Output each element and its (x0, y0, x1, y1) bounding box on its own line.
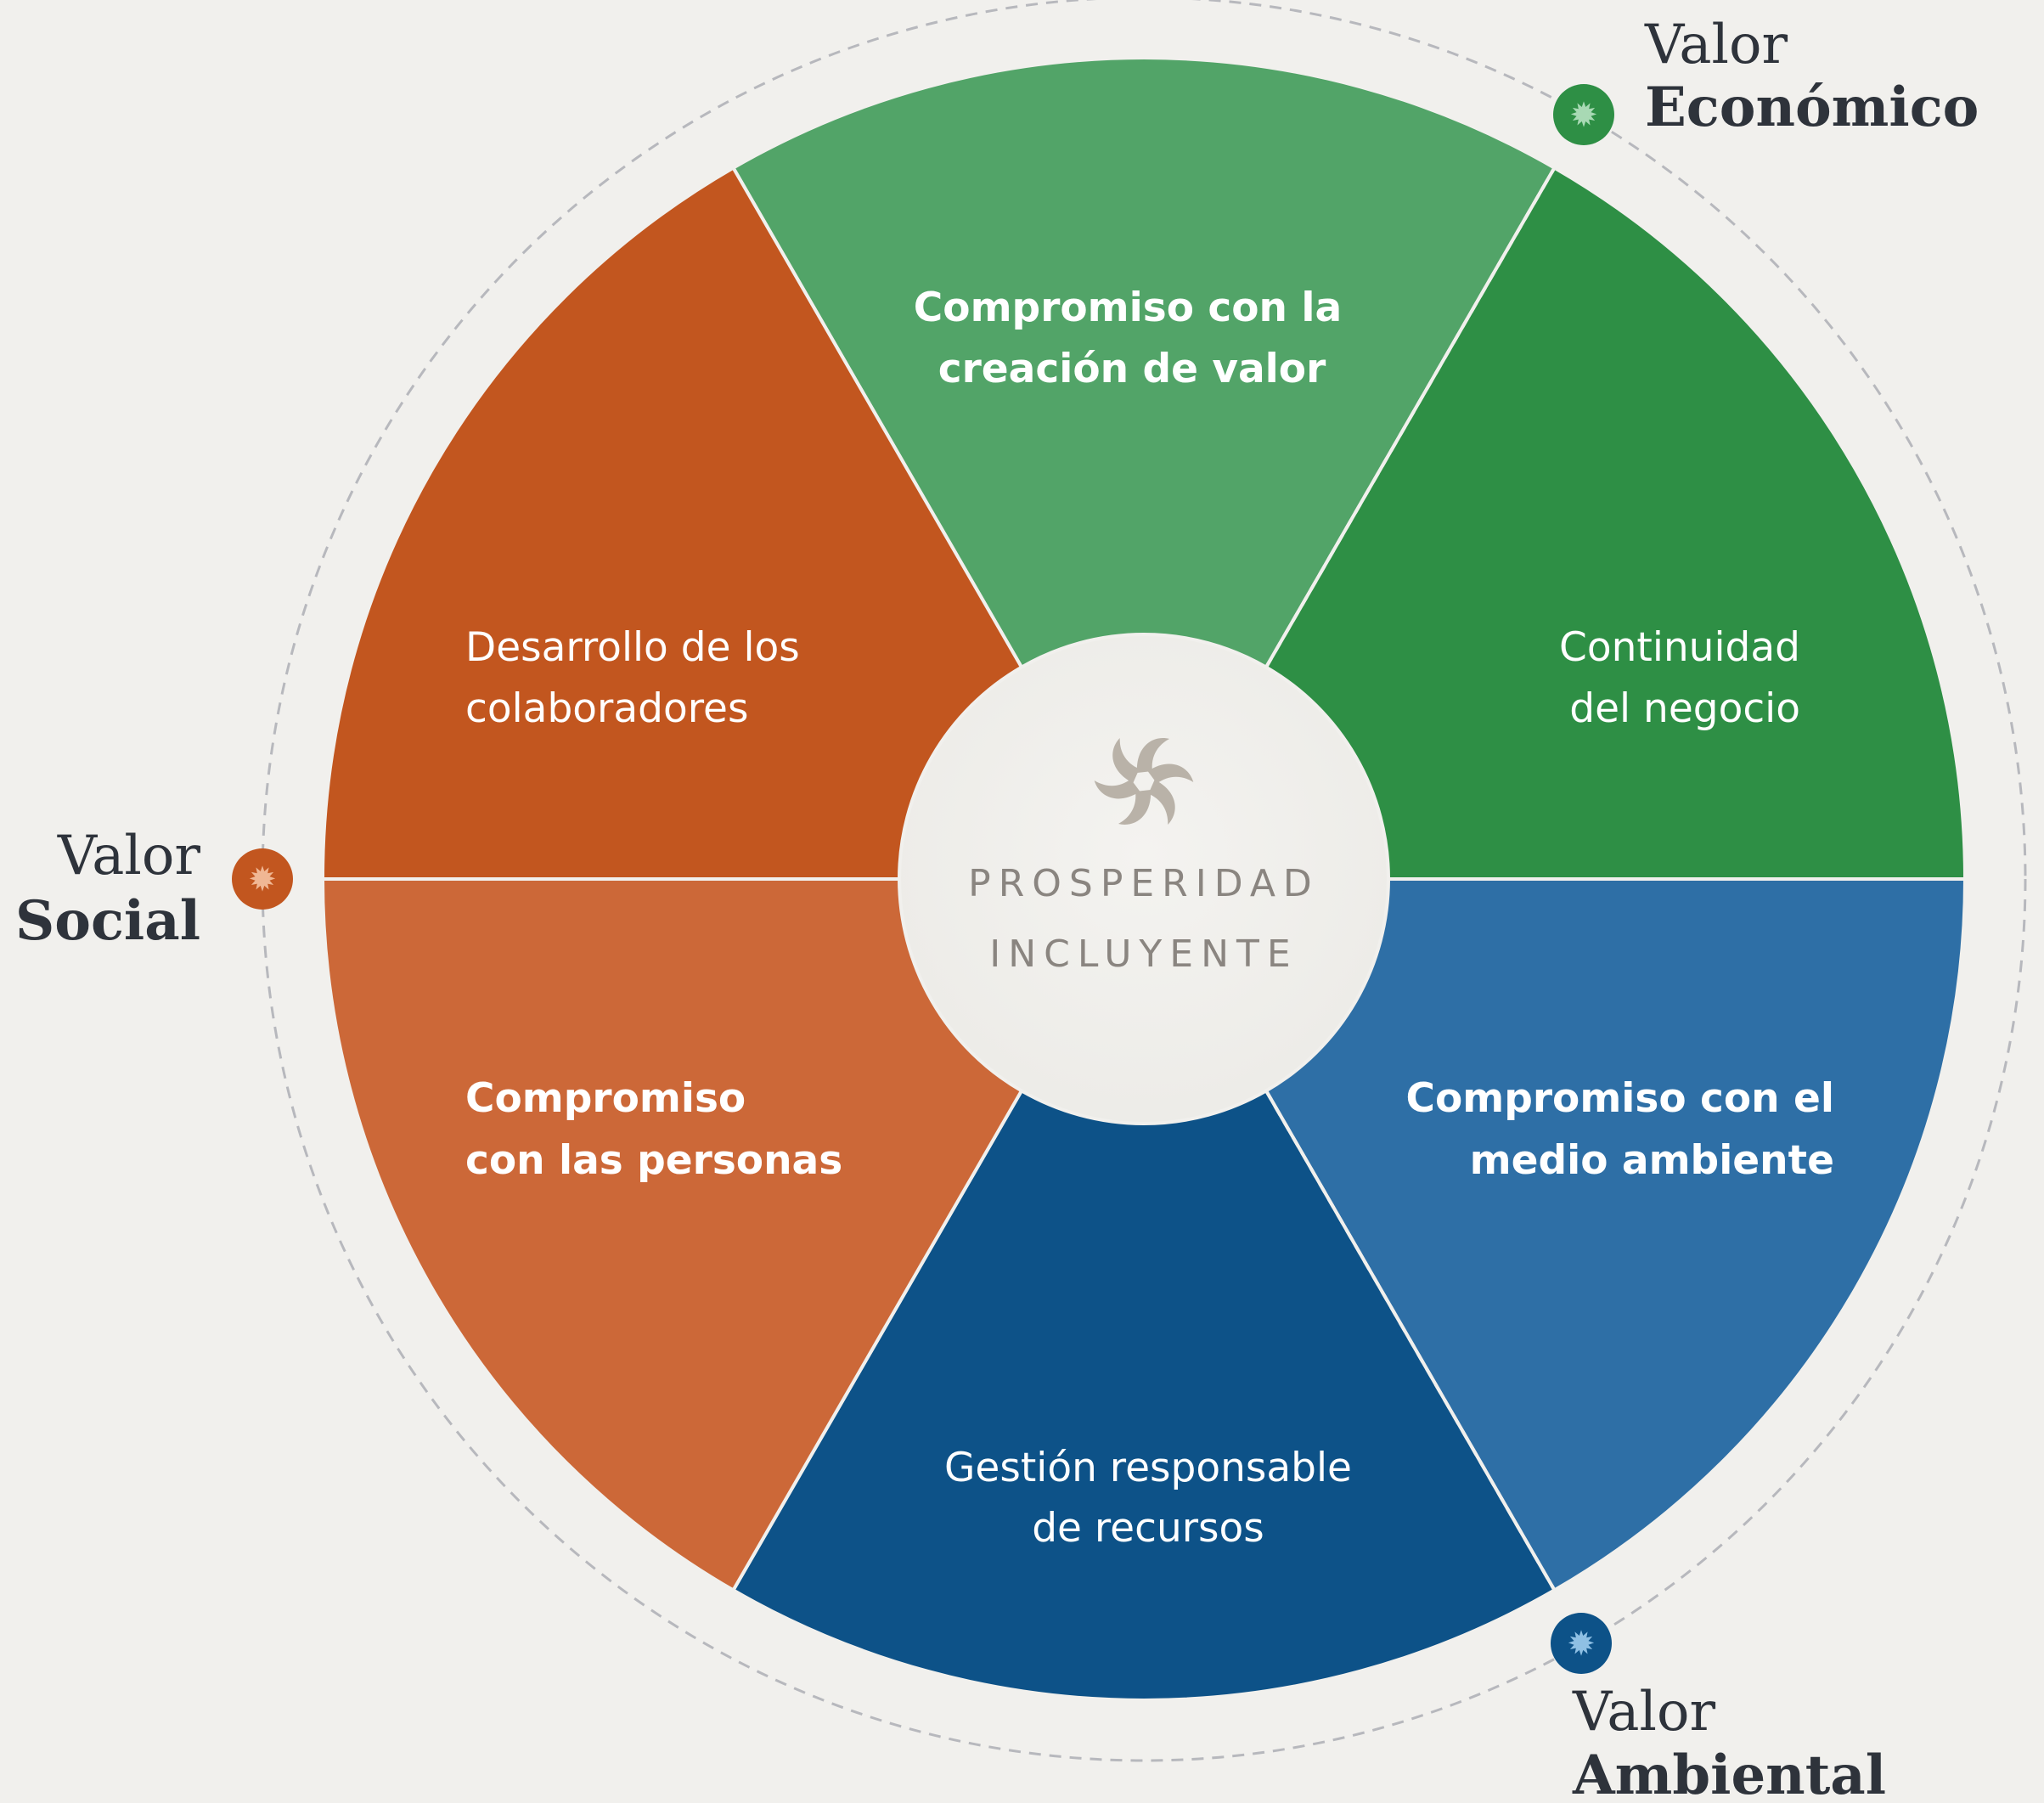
star-icon: ✹ (248, 860, 277, 899)
label-gestion-recursos-1: Gestión responsable (944, 1445, 1352, 1491)
star-icon: ✹ (1569, 96, 1598, 135)
center-title-line2: INCLUYENTE (989, 932, 1298, 976)
label-creacion-valor-2: creación de valor (938, 346, 1326, 392)
label-colaboradores-1: Desarrollo de los (465, 624, 800, 671)
label-gestion-recursos-2: de recursos (1032, 1505, 1264, 1552)
marker-economico: ✹ (1553, 84, 1614, 145)
label-personas-2: con las personas (465, 1137, 842, 1184)
label-continuidad-2: del negocio (1569, 685, 1800, 732)
segment-gestion-recursos[interactable] (730, 1088, 1557, 1702)
pillar-social-bold: Social (15, 889, 200, 953)
segment-continuidad[interactable] (1264, 165, 1968, 881)
outer-dashed-ring (261, 0, 2027, 1762)
segment-personas[interactable] (320, 877, 1024, 1593)
pillar-ambiental-light: Valor (1572, 1681, 1716, 1744)
label-personas-1: Compromiso (465, 1075, 746, 1122)
pillar-economico-light: Valor (1644, 14, 1788, 76)
divider-ambiental (1264, 1090, 1557, 1592)
label-creacion-valor-1: Compromiso con la (914, 285, 1342, 331)
label-continuidad-1: Continuidad (1559, 624, 1800, 671)
marker-social: ✹ (232, 848, 293, 910)
label-medio-ambiente-2: medio ambiente (1470, 1137, 1834, 1184)
label-colaboradores-2: colaboradores (465, 685, 748, 732)
label-medio-ambiente-1: Compromiso con el (1405, 1075, 1834, 1122)
segment-medio-ambiente[interactable] (1264, 877, 1968, 1593)
segment-creacion-valor[interactable] (730, 56, 1557, 670)
star-icon: ✹ (1567, 1625, 1596, 1664)
center-circle (901, 636, 1387, 1122)
swirl-logo-icon (1094, 738, 1194, 825)
corner-letter: a (6, 0, 62, 19)
segment-colaboradores[interactable] (320, 165, 1024, 881)
pillar-ambiental-bold: Ambiental (1572, 1744, 1886, 1799)
center-title-line1: PROSPERIDAD (968, 862, 1320, 905)
pillar-economico-bold: Económico (1645, 76, 1979, 139)
divider-economico (1264, 166, 1557, 668)
marker-ambiental: ✹ (1551, 1613, 1612, 1674)
pillar-social-light: Valor (57, 825, 201, 887)
